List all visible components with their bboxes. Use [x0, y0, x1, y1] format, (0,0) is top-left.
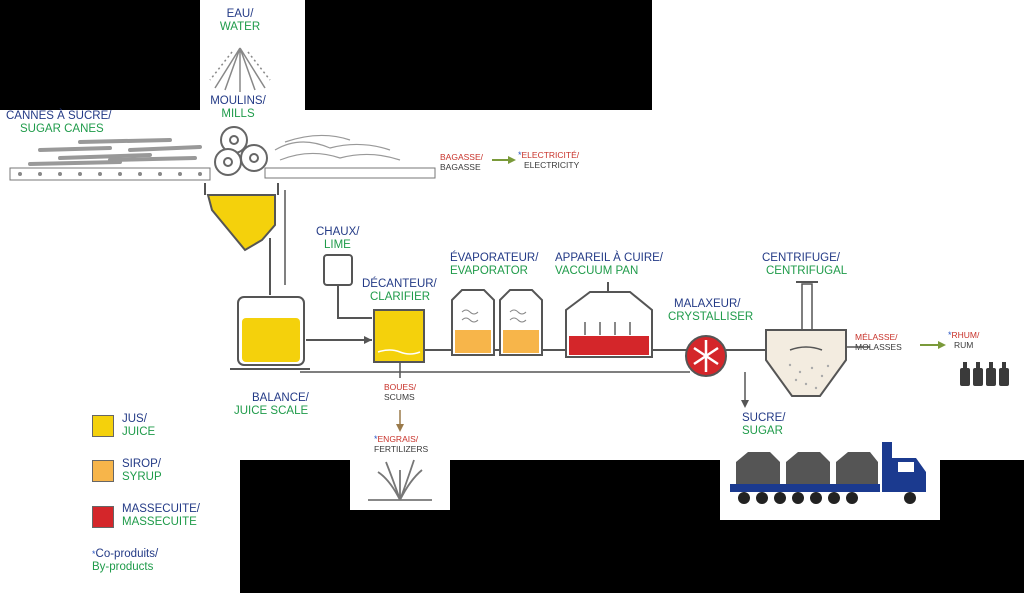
- legend-swatch-juice: [92, 415, 114, 437]
- mill-hopper: [206, 194, 276, 252]
- legend-item-juice: JUS/JUICE: [122, 413, 156, 438]
- rum-bottles-icon: [960, 362, 1009, 386]
- mills-gear-icon: [214, 126, 268, 176]
- centrifugal-unit: [765, 281, 847, 397]
- legend-swatch-massecuite: [92, 506, 114, 528]
- label-electricity: *ELECTRICITÉ/ELECTRICITY: [518, 150, 580, 170]
- label-vacuum-pan: APPAREIL À CUIRE/VACCUUM PAN: [555, 252, 664, 277]
- vacuum-pan-unit: [565, 282, 653, 358]
- label-sugar: SUCRE/SUGAR: [742, 412, 786, 437]
- water-spray-icon: [209, 47, 271, 92]
- legend-item-syrup: SIROP/SYRUP: [122, 458, 162, 483]
- evaporator-units: [451, 289, 543, 356]
- legend-byproducts: *Co-produits/By-products: [92, 548, 159, 573]
- label-molasses: MÉLASSE/MOLASSES: [855, 332, 902, 352]
- label-fertilizers: *ENGRAIS/FERTILIZERS: [374, 434, 429, 454]
- label-rum: *RHUM/RUM: [948, 330, 980, 350]
- label-evaporator: ÉVAPORATEUR/EVAPORATOR: [450, 252, 539, 277]
- label-scums: BOUES/SCUMS: [384, 382, 417, 402]
- label-lime: CHAUX/LIME: [316, 226, 360, 251]
- label-crystalliser: MALAXEUR/CRYSTALLISER: [668, 298, 754, 323]
- legend-item-massecuite: MASSECUITE/MASSECUITE: [122, 503, 200, 528]
- background-panel-legend: [0, 380, 240, 593]
- crystalliser-unit: [685, 335, 727, 377]
- label-centrifugal: CENTRIFUGE/CENTRIFUGAL: [762, 252, 848, 277]
- cane-conveyor: [9, 138, 211, 181]
- label-bagasse: BAGASSE/BAGASSE: [440, 152, 483, 172]
- background-panel-top: [200, 0, 305, 112]
- label-juice-scale: BALANCE/JUICE SCALE: [234, 392, 309, 417]
- label-clarifier: DÉCANTEUR/CLARIFIER: [362, 278, 437, 303]
- legend-swatch-syrup: [92, 460, 114, 482]
- fertilizer-plant-icon: [368, 459, 432, 501]
- label-sugar-canes: CANNES À SUCRE/SUGAR CANES: [6, 110, 112, 135]
- background-panel-right-top: [652, 0, 1024, 112]
- label-water: EAU/WATER: [219, 8, 261, 33]
- label-mills: MOULINS/MILLS: [210, 95, 266, 120]
- bagasse-fibres: [274, 134, 401, 161]
- lime-tank: [323, 254, 353, 286]
- clarifier-tank: [373, 309, 425, 363]
- sugar-truck-icon: [730, 442, 926, 504]
